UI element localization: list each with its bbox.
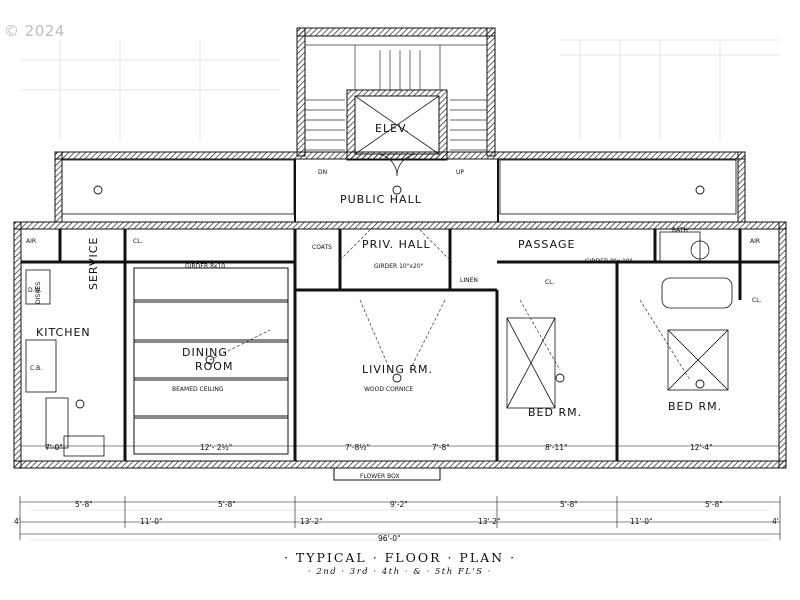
dim-bedroom-2: 12'-4" — [690, 443, 713, 452]
private-hall-label: PRIV. HALL — [362, 238, 431, 251]
public-hall-label: PUBLIC HALL — [340, 193, 422, 206]
dw-note: D.W. — [28, 287, 42, 294]
wood-cornice-note: WOOD CORNICE — [364, 386, 413, 393]
exterior-walls — [13, 221, 787, 481]
dim-row2-2: 11'-0" — [140, 517, 163, 526]
background-sketch — [20, 39, 780, 541]
linen-label: LINEN — [460, 277, 478, 284]
dim-bedroom-1: 8'-11" — [545, 443, 568, 452]
plan-subtitle: · 2nd · 3rd · 4th · & · 5th FL'S · — [308, 567, 492, 577]
closet-note-1: CL. — [133, 238, 143, 245]
dim-row2-6: 4' — [772, 517, 779, 526]
ceiling-lights — [75, 185, 705, 409]
dining-room-label: ROOM — [195, 360, 233, 373]
bedroom-closets — [506, 231, 733, 409]
dishes-note: DISHES — [35, 281, 42, 304]
kitchen-fixtures — [25, 269, 105, 457]
cb-note: C.B. — [30, 365, 42, 372]
down-note: DN — [318, 169, 327, 176]
bath-label: BATH — [672, 227, 688, 234]
dim-row1-3: 9'-2" — [390, 500, 408, 509]
girder-note-1: GIRDER 8x10 — [185, 263, 225, 270]
plan-title: · TYPICAL · FLOOR · PLAN · — [284, 550, 516, 565]
kitchen-label: KITCHEN — [36, 326, 91, 339]
elevator-shaft — [346, 89, 448, 177]
dimension-lines — [19, 445, 781, 540]
dining-label: DINING — [182, 346, 228, 359]
air-right-note: AIR — [750, 238, 760, 245]
dim-living-left: 7'-8½" — [345, 443, 370, 452]
closet-note-2: CL. — [545, 279, 555, 286]
dim-row1-5: 5'-8" — [705, 500, 723, 509]
coats-label: COATS — [312, 244, 332, 251]
dim-row1-1: 5'-8" — [75, 500, 93, 509]
dim-row2-5: 11'-0" — [630, 517, 653, 526]
interior-walls — [21, 229, 779, 461]
dim-living-right: 7'-8" — [432, 443, 450, 452]
closet-note-3: CL. — [752, 297, 762, 304]
stair-tower — [296, 27, 496, 157]
dim-row2-3: 13'-2" — [300, 517, 323, 526]
passage-label: PASSAGE — [518, 238, 575, 251]
bedroom-1-label: BED RM. — [528, 406, 582, 419]
public-hall-walls — [54, 151, 746, 223]
dim-total: 96'-0" — [378, 534, 401, 543]
flower-box-label: FLOWER BOX — [360, 473, 400, 480]
bedroom-2-label: BED RM. — [668, 400, 722, 413]
dim-kitchen: 7'-0" — [45, 443, 63, 452]
dim-row2-1: 4' — [14, 517, 21, 526]
copyright-watermark: © 2024 — [4, 22, 65, 40]
dim-row1-2: 5'-8" — [218, 500, 236, 509]
up-note: UP — [456, 169, 464, 176]
living-room-label: LIVING RM. — [362, 363, 433, 376]
dim-row2-4: 13'-2" — [478, 517, 501, 526]
dim-dining: 12'- 2½" — [200, 443, 232, 452]
elevator-label: ELEV. — [375, 122, 410, 135]
air-left-note: AIR — [26, 238, 36, 245]
dim-row1-4: 5'-8" — [560, 500, 578, 509]
girder-note-2: GIRDER 10"x20" — [374, 263, 424, 270]
door-swings — [209, 229, 691, 381]
girder-note-3: GIRDER 8"x 10" — [585, 258, 633, 265]
beamed-ceiling-note: BEAMED CEILING — [172, 386, 224, 393]
beamed-ceiling — [133, 267, 289, 455]
service-label: SERVICE — [87, 237, 100, 290]
